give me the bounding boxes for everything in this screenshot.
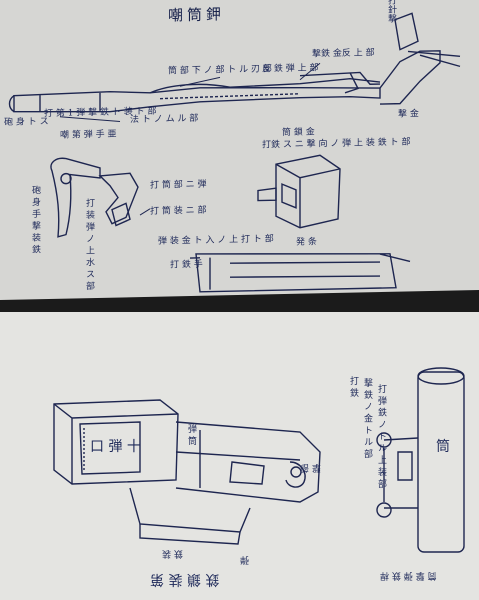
hammer-part <box>98 172 139 225</box>
receiver-title-label: 筒 鎖 金 <box>282 127 315 139</box>
vertical-left-label-1: 砲 身 手 撃 装 鉄 <box>30 185 40 254</box>
page-title: 嘲筒鉀 <box>168 5 226 25</box>
right-bottom-label: 撃 金 <box>398 109 419 120</box>
vertical-label-b: 撃 鉄 ノ 金 ト ル 部 <box>362 378 372 459</box>
top-drawing <box>8 12 461 293</box>
cylinder-label: 筒 <box>436 439 450 455</box>
handle-label-bottom: 撃 部 <box>300 462 321 472</box>
vertical-label-c: 打 弾 鉄 ノ ト ル 上 装 部 <box>376 384 386 488</box>
firing-pin-part <box>394 12 419 51</box>
bottom-drawing <box>53 367 465 553</box>
spring-label: 発 条 <box>296 237 317 248</box>
bottom-left-label-1: 鉄 装 <box>162 548 183 558</box>
box-label: 口 弾 十 <box>90 439 141 455</box>
left-tag-label: 嘲 第 弾 手 亜 <box>60 129 117 141</box>
barrel-side-label: 反 鉄 弾 上 部 <box>262 63 319 75</box>
cylinder <box>417 371 465 553</box>
box-side-label: 弾 筒 <box>186 424 196 445</box>
top-page: 嘲筒鉀 打針撃 撃鉄 金反 上 部 筒 部 下 ノ 部 ト ル 刃 部 反 鉄 … <box>0 0 479 301</box>
barrel-body <box>13 87 381 113</box>
lower-mechanism <box>195 253 397 293</box>
receiver-block <box>275 154 341 229</box>
bottom-left-label-2: 弾 <box>240 554 250 564</box>
slide-body <box>175 421 321 503</box>
box-assembly <box>53 399 179 485</box>
firing-pin-label: 打針撃 <box>386 0 396 23</box>
left-vertical-label: 砲 身 ト ス <box>4 116 49 128</box>
lower-line-label-2: 法 ト ノ ム ル 部 <box>130 113 199 126</box>
handle-label: 打 鉄 手 <box>170 259 203 271</box>
bottom-page: 口 弾 十 弾 筒 鉄 装 弾 鉄 鎖 装 第 撃 部 打 鉄 撃 鉄 ノ 金 … <box>0 312 479 600</box>
sear-note-label: 打 筒 部 ニ 弾 <box>150 179 207 191</box>
bottom-left-label-3: 鉄 鎖 装 第 <box>150 571 220 587</box>
bottom-right-label: 筒 撃 弾 鉄 桿 <box>380 570 437 580</box>
lever-pin-label: 撃鉄 金反 上 部 <box>312 48 375 60</box>
sear-note-label-2: 打 筒 装 ニ 部 <box>150 205 207 217</box>
sear-part <box>50 157 101 238</box>
vertical-left-label-2: 打 装 弾 ノ 上 水 ス 部 <box>84 198 94 291</box>
vertical-label-a: 打 鉄 <box>348 376 358 397</box>
